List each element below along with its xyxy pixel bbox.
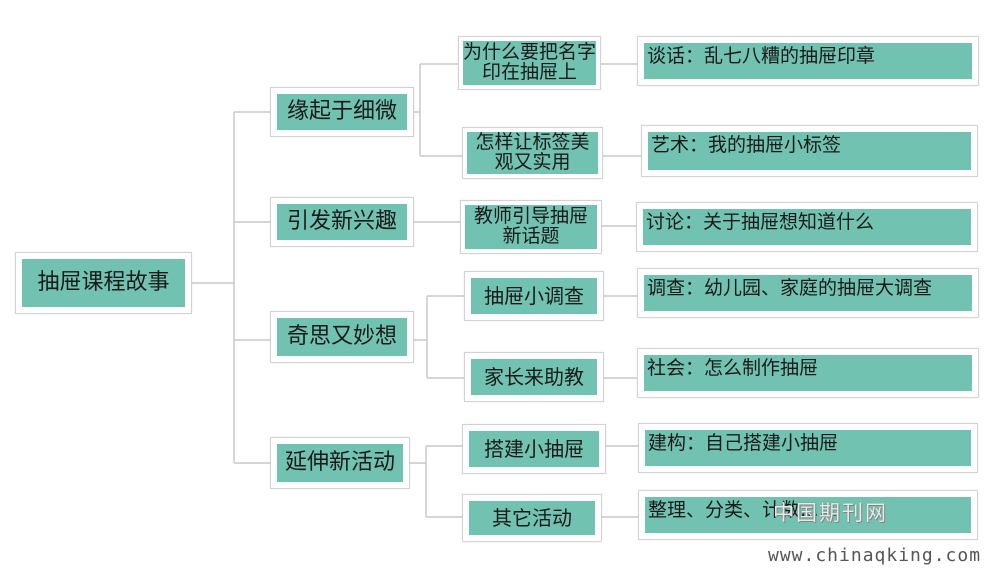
- leaf-label-1-1: 谈话：乱七八糟的抽屉印章: [644, 43, 972, 79]
- branch-label-3: 奇思又妙想: [277, 318, 407, 356]
- sub-node-4-1: 搭建小抽屉: [462, 424, 606, 474]
- branch-node-3: 奇思又妙想: [270, 311, 414, 363]
- sub-node-3-2: 家长来助教: [464, 352, 604, 402]
- leaf-label-3-1: 调查：幼儿园、家庭的抽屉大调查: [644, 275, 972, 311]
- sub-node-1-1: 为什么要把名字印在抽屉上: [458, 36, 601, 90]
- sub-label-4-1: 搭建小抽屉: [469, 431, 599, 467]
- sub-label-1-1: 为什么要把名字印在抽屉上: [463, 41, 597, 85]
- sub-node-1-2: 怎样让标签美观又实用: [462, 127, 603, 179]
- leaf-label-3-2: 社会：怎么制作抽屉: [644, 355, 972, 391]
- branch-label-2: 引发新兴趣: [277, 204, 407, 240]
- branch-node-2: 引发新兴趣: [270, 197, 414, 247]
- leaf-node-1-1: 谈话：乱七八糟的抽屉印章: [637, 36, 979, 86]
- branch-node-1: 缘起于细微: [270, 87, 414, 137]
- branch-label-4: 延伸新活动: [277, 444, 403, 482]
- leaf-node-3-1: 调查：幼儿园、家庭的抽屉大调查: [637, 268, 979, 318]
- branch-label-1: 缘起于细微: [277, 94, 407, 130]
- watermark-url: www.chinaqking.com: [768, 545, 982, 566]
- sub-label-3-1: 抽屉小调查: [471, 278, 597, 314]
- leaf-node-2-1: 讨论：关于抽屉想知道什么: [636, 202, 978, 252]
- sub-label-2-1: 教师引导抽屉新话题: [465, 205, 597, 249]
- root-node: 抽屉课程故事: [15, 252, 192, 314]
- leaf-label-4-1: 建构：自己搭建小抽屉: [645, 430, 971, 466]
- leaf-node-4-1: 建构：自己搭建小抽屉: [638, 423, 978, 473]
- branch-node-4: 延伸新活动: [270, 437, 410, 489]
- leaf-label-2-1: 讨论：关于抽屉想知道什么: [643, 209, 971, 245]
- leaf-node-1-2: 艺术：我的抽屉小标签: [641, 125, 978, 177]
- leaf-label-4-2: 整理、分类、计数……: [645, 497, 971, 533]
- leaf-node-4-2: 整理、分类、计数……: [638, 490, 978, 540]
- leaf-node-3-2: 社会：怎么制作抽屉: [637, 348, 979, 398]
- sub-label-4-2: 其它活动: [469, 501, 595, 535]
- sub-node-4-2: 其它活动: [462, 494, 602, 542]
- leaf-label-1-2: 艺术：我的抽屉小标签: [648, 132, 971, 170]
- sub-node-2-1: 教师引导抽屉新话题: [460, 200, 602, 254]
- root-label: 抽屉课程故事: [22, 259, 185, 307]
- sub-label-3-2: 家长来助教: [471, 359, 597, 395]
- watermark-chinese: 中国期刊网: [773, 501, 888, 525]
- sub-node-3-1: 抽屉小调查: [464, 271, 604, 321]
- sub-label-1-2: 怎样让标签美观又实用: [467, 132, 598, 174]
